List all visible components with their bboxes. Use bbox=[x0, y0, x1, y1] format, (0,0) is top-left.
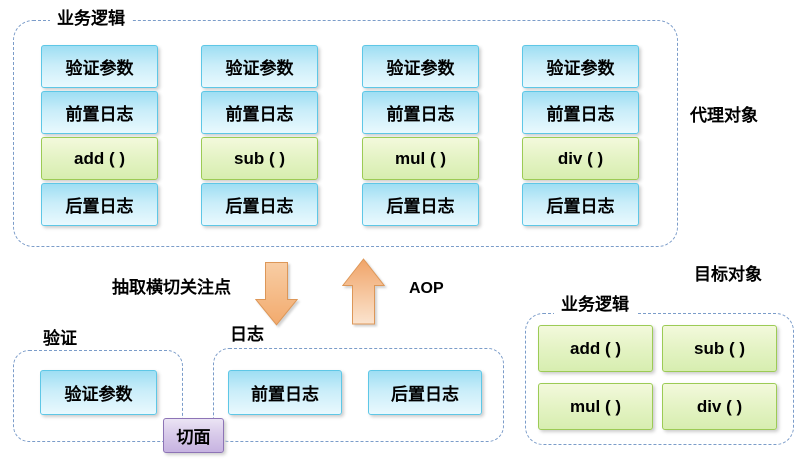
post-log-box: 后置日志 bbox=[368, 370, 482, 415]
validation-params-box: 验证参数 bbox=[40, 370, 157, 415]
validation-aspect-container bbox=[13, 350, 183, 442]
proxy-cell-validate: 验证参数 bbox=[41, 45, 158, 88]
up-arrow-icon bbox=[342, 258, 385, 325]
target-object-title: 目标对象 bbox=[694, 265, 762, 284]
validation-container-label: 验证 bbox=[36, 329, 84, 349]
proxy-container-label: 业务逻辑 bbox=[50, 9, 132, 29]
logging-container-label: 日志 bbox=[223, 325, 271, 345]
proxy-cell-validate: 验证参数 bbox=[362, 45, 479, 88]
proxy-cell-method: div ( ) bbox=[522, 137, 639, 180]
proxy-cell-validate: 验证参数 bbox=[201, 45, 318, 88]
proxy-cell-postlog: 后置日志 bbox=[362, 183, 479, 226]
proxy-object-container bbox=[13, 20, 678, 247]
logging-aspect-container bbox=[213, 348, 504, 442]
proxy-cell-prelog: 前置日志 bbox=[362, 91, 479, 134]
pre-log-box: 前置日志 bbox=[228, 370, 342, 415]
aop-label: AOP bbox=[409, 280, 444, 297]
target-method-sub: sub ( ) bbox=[662, 325, 777, 372]
proxy-object-side-label: 代理对象 bbox=[690, 106, 758, 125]
proxy-cell-postlog: 后置日志 bbox=[522, 183, 639, 226]
target-method-div: div ( ) bbox=[662, 383, 777, 430]
extract-crosscutting-label: 抽取横切关注点 bbox=[112, 278, 231, 297]
proxy-cell-prelog: 前置日志 bbox=[41, 91, 158, 134]
proxy-cell-postlog: 后置日志 bbox=[41, 183, 158, 226]
proxy-cell-method: add ( ) bbox=[41, 137, 158, 180]
target-container-label: 业务逻辑 bbox=[554, 295, 636, 315]
proxy-cell-method: mul ( ) bbox=[362, 137, 479, 180]
down-arrow-icon bbox=[255, 262, 298, 326]
aspect-tag: 切面 bbox=[163, 418, 224, 453]
proxy-cell-prelog: 前置日志 bbox=[522, 91, 639, 134]
target-method-mul: mul ( ) bbox=[538, 383, 653, 430]
target-object-container bbox=[525, 313, 794, 445]
target-method-add: add ( ) bbox=[538, 325, 653, 372]
proxy-cell-method: sub ( ) bbox=[201, 137, 318, 180]
proxy-cell-validate: 验证参数 bbox=[522, 45, 639, 88]
proxy-cell-prelog: 前置日志 bbox=[201, 91, 318, 134]
proxy-cell-postlog: 后置日志 bbox=[201, 183, 318, 226]
